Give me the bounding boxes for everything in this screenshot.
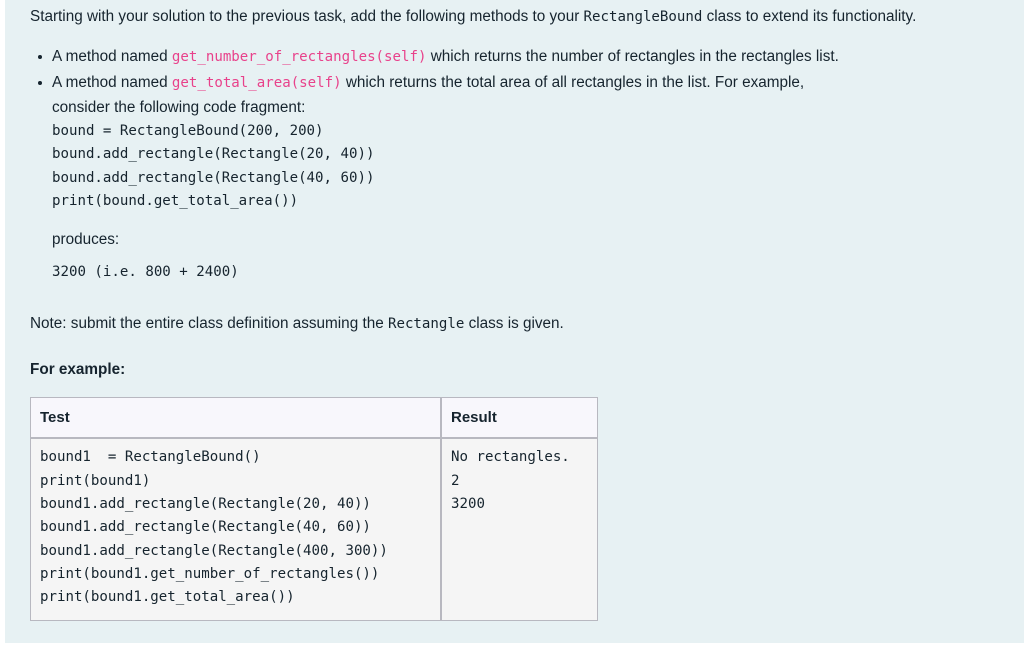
column-header-result: Result — [441, 397, 598, 439]
cell-test: bound1 = RectangleBound() print(bound1) … — [30, 438, 441, 621]
method-1-text-before: A method named — [52, 48, 172, 65]
example-table: Test Result bound1 = RectangleBound() pr… — [30, 397, 598, 621]
table-row: bound1 = RectangleBound() print(bound1) … — [30, 438, 598, 621]
intro-inline-code-rectanglebound: RectangleBound — [583, 9, 703, 25]
task-page: Starting with your solution to the previ… — [5, 0, 1024, 643]
task-content: Starting with your solution to the previ… — [30, 0, 1005, 621]
column-header-test: Test — [30, 397, 441, 439]
example-code-block: bound = RectangleBound(200, 200) bound.a… — [52, 123, 375, 209]
note-paragraph: Note: submit the entire class definition… — [30, 284, 1005, 337]
method-2-text-before: A method named — [52, 74, 172, 91]
cell-result-code: No rectangles. 2 3200 — [451, 449, 570, 513]
for-example-heading: For example: — [30, 361, 126, 379]
intro-text-before: Starting with your solution to the previ… — [30, 8, 584, 25]
produces-output-code: 3200 (i.e. 800 + 2400) — [52, 264, 239, 281]
example-table-wrapper: Test Result bound1 = RectangleBound() pr… — [30, 381, 1005, 621]
method-2-code: get_total_area(self) — [171, 75, 342, 91]
method-2-text-after: which returns the total area of all rect… — [341, 74, 805, 91]
list-item-get-number-of-rectangles: A method named get_number_of_rectangles(… — [30, 44, 1005, 70]
cell-result: No rectangles. 2 3200 — [441, 438, 598, 621]
note-text-before: Note: submit the entire class definition… — [30, 315, 388, 333]
list-item-get-total-area: A method named get_total_area(self) whic… — [30, 70, 1005, 284]
method-1-code: get_number_of_rectangles(self) — [171, 49, 427, 65]
code-fragment-intro: consider the following code fragment: — [52, 99, 306, 116]
intro-paragraph: Starting with your solution to the previ… — [30, 0, 1005, 30]
table-header-row: Test Result — [30, 397, 598, 439]
note-text-after: class is given. — [464, 315, 564, 333]
intro-text-after: class to extend its functionality. — [702, 8, 917, 25]
method-1-text-after: which returns the number of rectangles i… — [426, 48, 839, 65]
example-table-body: bound1 = RectangleBound() print(bound1) … — [30, 438, 598, 621]
example-table-head: Test Result — [30, 397, 598, 439]
note-inline-code-rectangle: Rectangle — [387, 316, 465, 333]
cell-test-code: bound1 = RectangleBound() print(bound1) … — [40, 449, 388, 606]
produces-label: produces: — [52, 231, 120, 249]
method-list: A method named get_number_of_rectangles(… — [30, 30, 1005, 284]
